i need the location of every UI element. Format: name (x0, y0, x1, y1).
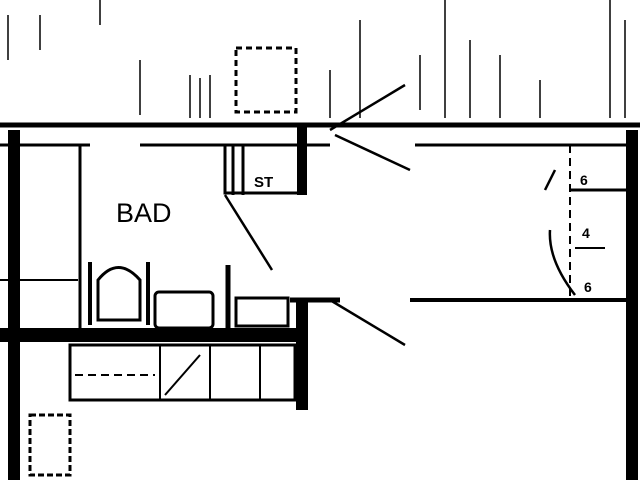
toilet (96, 266, 142, 322)
dimension-mark-2: 4 (582, 225, 590, 241)
door-swings (223, 83, 576, 347)
upper-area-hatching (7, 0, 626, 118)
dimension-mark-1: 6 (580, 172, 588, 188)
room-label-bath: BAD (116, 198, 172, 228)
cabinet-label: ST (254, 174, 273, 191)
dimension-mark-3: 6 (584, 279, 592, 295)
sink (153, 290, 215, 330)
cabinet (223, 143, 307, 195)
lower-cabinets (68, 343, 297, 402)
